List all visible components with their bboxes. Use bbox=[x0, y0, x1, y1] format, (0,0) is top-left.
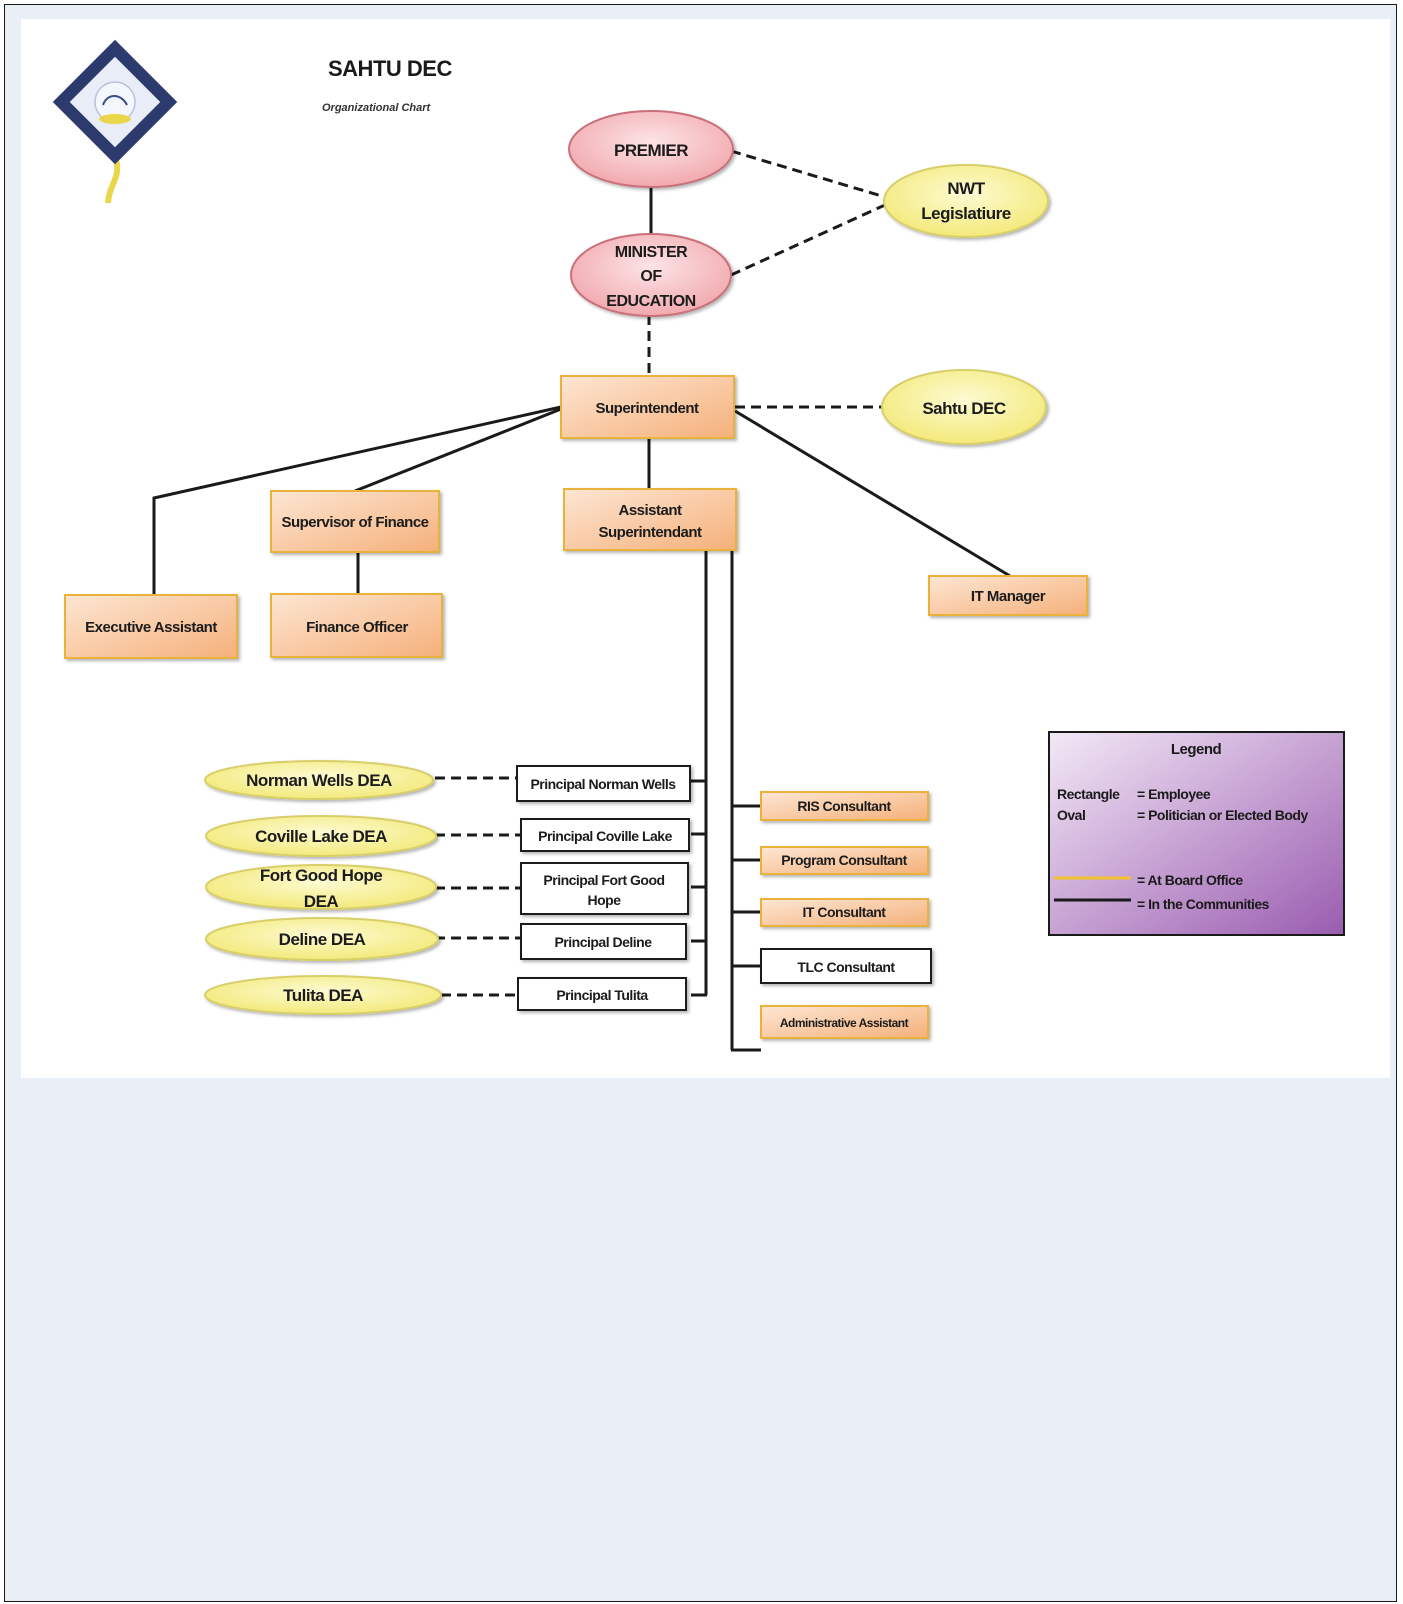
executive-assistant-label: Executive Assistant bbox=[85, 619, 217, 636]
dea-label: Tulita DEA bbox=[283, 986, 363, 1005]
finance-officer-label: Finance Officer bbox=[306, 619, 408, 636]
ris-consultant-box[interactable]: RIS Consultant bbox=[760, 791, 929, 821]
chart-subtitle: Organizational Chart bbox=[322, 102, 432, 114]
consultant-label: TLC Consultant bbox=[797, 959, 895, 975]
it-manager-label: IT Manager bbox=[971, 588, 1046, 605]
assistant-superintendent-line-1: Assistant bbox=[618, 502, 682, 519]
principal-label: Principal Norman Wells bbox=[530, 776, 676, 792]
legend-communities-label: = In the Communities bbox=[1137, 896, 1270, 912]
supervisor-of-finance-label: Supervisor of Finance bbox=[281, 514, 428, 531]
minister-label-line-2: OF bbox=[640, 268, 662, 285]
legend-board-office-label: = At Board Office bbox=[1137, 872, 1243, 888]
superintendent-box[interactable]: Superintendent bbox=[560, 375, 735, 439]
sahtu-dec-label: Sahtu DEC bbox=[922, 399, 1006, 418]
principal-label: Principal Deline bbox=[554, 934, 652, 950]
finance-officer-box[interactable]: Finance Officer bbox=[270, 593, 443, 658]
assistant-superintendent-line-2: Superintendant bbox=[598, 524, 702, 541]
consultant-label: RIS Consultant bbox=[797, 798, 891, 814]
dea-oval-coville-lake[interactable]: Coville Lake DEA bbox=[205, 815, 437, 857]
principal-label-line-1: Principal Fort Good bbox=[543, 872, 664, 888]
nwt-legislature-line-1: NWT bbox=[947, 179, 985, 198]
executive-assistant-box[interactable]: Executive Assistant bbox=[64, 594, 238, 659]
dea-label: Norman Wells DEA bbox=[246, 771, 392, 790]
principal-box-tulita[interactable]: Principal Tulita bbox=[517, 977, 687, 1011]
consultant-label: IT Consultant bbox=[803, 904, 887, 920]
legend-title: Legend bbox=[1171, 741, 1222, 758]
superintendent-label: Superintendent bbox=[595, 400, 699, 417]
consultant-label: Administrative Assistant bbox=[780, 1016, 909, 1030]
minister-label-line-3: EDUCATION bbox=[606, 293, 695, 310]
tlc-consultant-box[interactable]: TLC Consultant bbox=[760, 948, 932, 984]
chart-title: SAHTU DEC bbox=[328, 56, 452, 81]
superintendent-to-it-line bbox=[734, 409, 1011, 578]
legend-box: Legend Rectangle = Employee Oval = Polit… bbox=[1048, 731, 1345, 936]
dea-oval-deline[interactable]: Deline DEA bbox=[205, 917, 439, 961]
dea-oval-norman-wells[interactable]: Norman Wells DEA bbox=[204, 760, 434, 800]
it-consultant-box[interactable]: IT Consultant bbox=[760, 898, 929, 927]
minister-of-education-oval[interactable]: MINISTER OF EDUCATION bbox=[570, 233, 732, 317]
sahtu-dec-oval[interactable]: Sahtu DEC bbox=[881, 369, 1047, 445]
minister-label-line-1: MINISTER bbox=[615, 244, 688, 261]
principal-box-deline[interactable]: Principal Deline bbox=[520, 923, 687, 960]
org-chart: SAHTU DEC Organizational Chart PREMIER M… bbox=[52, 39, 1345, 1052]
minister-to-legislature-dash bbox=[730, 203, 886, 277]
nwt-legislature-line-2: Legislatiure bbox=[921, 204, 1010, 223]
it-manager-box[interactable]: IT Manager bbox=[928, 575, 1088, 616]
dea-oval-fort-good-hope[interactable]: Fort Good Hope DEA bbox=[205, 864, 437, 911]
principal-label: Principal Coville Lake bbox=[538, 828, 672, 844]
principal-label: Principal Tulita bbox=[556, 987, 648, 1003]
principal-label-line-2: Hope bbox=[588, 892, 622, 908]
dea-label: Coville Lake DEA bbox=[255, 827, 387, 846]
consultant-label: Program Consultant bbox=[781, 852, 907, 868]
administrative-assistant-box[interactable]: Administrative Assistant bbox=[760, 1005, 929, 1039]
legend-rectangle-label: Rectangle bbox=[1057, 786, 1120, 802]
premier-oval[interactable]: PREMIER bbox=[568, 110, 734, 188]
supervisor-of-finance-box[interactable]: Supervisor of Finance bbox=[270, 490, 440, 553]
program-consultant-box[interactable]: Program Consultant bbox=[760, 846, 929, 875]
connectors bbox=[152, 149, 1011, 1052]
principal-box-fort-good-hope[interactable]: Principal Fort Good Hope bbox=[520, 862, 689, 915]
assistant-superintendent-box[interactable]: Assistant Superintendant bbox=[563, 488, 737, 551]
legend-rectangle-value: = Employee bbox=[1137, 786, 1211, 802]
organization-logo bbox=[52, 39, 178, 204]
nwt-legislature-oval[interactable]: NWT Legislatiure bbox=[883, 164, 1049, 238]
page-frame: SAHTU DEC Organizational Chart PREMIER M… bbox=[4, 4, 1397, 1602]
superintendent-to-exec-line bbox=[152, 405, 562, 595]
premier-to-legislature-dash bbox=[730, 149, 886, 199]
premier-label: PREMIER bbox=[614, 141, 688, 160]
legend-oval-label: Oval bbox=[1057, 807, 1085, 823]
dea-label-line-2: DEA bbox=[304, 892, 339, 911]
legend-oval-value: = Politician or Elected Body bbox=[1137, 807, 1308, 823]
dea-label: Deline DEA bbox=[279, 930, 366, 949]
dea-oval-tulita[interactable]: Tulita DEA bbox=[204, 975, 442, 1015]
dea-label-line-1: Fort Good Hope bbox=[260, 866, 382, 885]
principal-box-coville-lake[interactable]: Principal Coville Lake bbox=[520, 818, 690, 852]
org-chart-panel: SAHTU DEC Organizational Chart PREMIER M… bbox=[21, 19, 1390, 1078]
superintendent-to-finance-line bbox=[354, 407, 562, 493]
principal-box-norman-wells[interactable]: Principal Norman Wells bbox=[516, 765, 691, 802]
